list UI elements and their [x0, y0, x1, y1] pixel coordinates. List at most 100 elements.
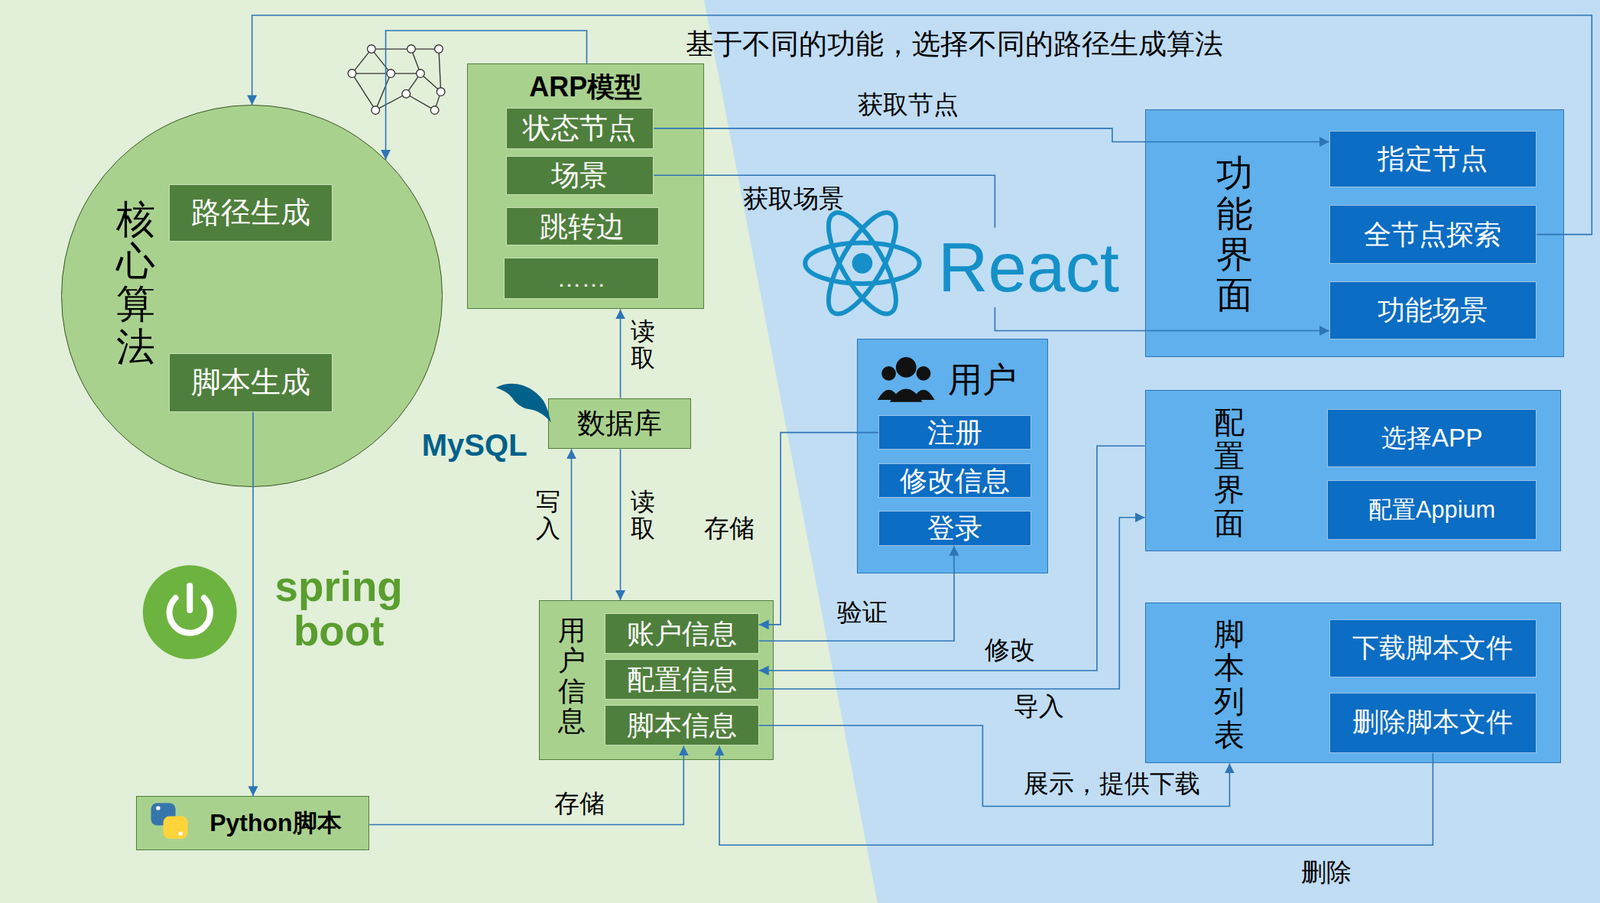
node-text: 指定节点: [1377, 142, 1488, 175]
power-symbol: [186, 585, 193, 611]
edge-label-holder: 修改: [984, 635, 1036, 665]
node-text: 功能界面: [1216, 153, 1253, 315]
connector: [719, 745, 1433, 845]
node-text: 脚本信息: [626, 709, 737, 741]
group-box: ARP模型状态节点场景跳转边……: [467, 63, 705, 310]
logo-text: spring boot: [261, 564, 417, 653]
edge-label-holder: 基于不同的功能，选择不同的路径生成算法: [685, 27, 1224, 61]
group-box: 功能界面 指定节点全节点探索功能场景: [1145, 109, 1565, 357]
process-box: 功能场景: [1329, 281, 1537, 340]
node-text: 配置信息: [626, 663, 737, 695]
connector: [571, 448, 573, 601]
process-box: 状态节点: [506, 107, 655, 149]
process-box: 配置Appium: [1327, 480, 1537, 539]
group-box: 用户注册修改信息登录: [856, 338, 1049, 574]
edge-label-holder: 写入: [535, 488, 561, 542]
power-symbol: [169, 597, 211, 633]
node-text: 选择APP: [1381, 423, 1484, 453]
group-box: 用户信息 账户信息配置信息脚本信息: [538, 600, 774, 761]
node-text: ARP模型: [467, 71, 704, 103]
user-icon: [889, 388, 923, 402]
node-text: ……: [556, 264, 606, 293]
edge-label-holder: 删除: [1301, 857, 1352, 887]
spring-icon: [142, 564, 237, 659]
process-box: 全节点探索: [1329, 204, 1537, 264]
node-text: 数据库: [577, 406, 663, 440]
connector: [759, 432, 879, 625]
python-icon-dot: [155, 805, 160, 810]
node-text: 用户信息: [558, 615, 586, 737]
process-box: 脚本生成: [168, 353, 333, 413]
process-box: 选择APP: [1327, 408, 1537, 468]
logo-text: MySQL: [421, 427, 528, 463]
process-box: ……: [503, 257, 659, 299]
node-text: 修改信息: [899, 464, 1010, 497]
edge-label: 获取场景: [743, 184, 844, 214]
graph-icon-edges: [352, 48, 442, 111]
edge-label-holder: 验证: [837, 597, 888, 627]
mysql-dolphin-icon: [496, 383, 552, 423]
connector: [759, 545, 955, 641]
node-text: 账户信息: [626, 617, 737, 650]
process-box: 数据库: [548, 398, 692, 450]
node-text: 删除脚本文件: [1352, 707, 1513, 738]
react-orbit: [804, 243, 920, 284]
node-text: 用户: [947, 360, 1017, 400]
logo-label-holder: MySQL: [421, 427, 528, 463]
python-icon-dot: [178, 831, 183, 836]
react-core: [852, 253, 874, 274]
node-text: 下载脚本文件: [1352, 632, 1513, 664]
node-text: 脚本列表: [1213, 616, 1245, 752]
process-box: 账户信息: [604, 613, 760, 654]
user-icon: [881, 366, 896, 381]
process-box: 登录: [878, 510, 1032, 546]
edge-label-holder: 获取节点: [857, 90, 959, 120]
node-text: Python脚本: [209, 808, 342, 838]
logo-label-holder: spring boot: [261, 564, 417, 653]
group-box: 脚本列表 下载脚本文件删除脚本文件: [1145, 602, 1562, 764]
user-icon: [895, 356, 917, 378]
python-icon: [163, 816, 189, 839]
node-text: 配置Appium: [1368, 496, 1496, 523]
user-icon: [877, 389, 900, 400]
connector: [759, 517, 1146, 689]
react-orbit: [815, 203, 909, 323]
edge-label: 导入: [1013, 691, 1065, 721]
edge-label: 基于不同的功能，选择不同的路径生成算法: [685, 27, 1224, 61]
node-text: 全节点探索: [1363, 218, 1502, 250]
node-text: 登录: [927, 512, 983, 544]
node-text: 路径生成: [191, 195, 311, 231]
edge-label-holder: 读取: [630, 488, 656, 542]
edge-label: 获取节点: [857, 90, 959, 120]
process-box: 注册: [878, 415, 1032, 450]
group-box: 配置界面选择APP配置Appium: [1145, 389, 1562, 552]
edge-label: 修改: [984, 635, 1036, 665]
process-box: 下载脚本文件: [1329, 619, 1537, 678]
process-box: 修改信息: [878, 463, 1032, 498]
edge-label: 验证: [837, 597, 888, 627]
process-box: Python脚本: [136, 795, 370, 851]
edge-label: 存储: [554, 788, 605, 818]
edge-label-holder: 存储: [704, 513, 755, 543]
node-text: 跳转边: [539, 210, 625, 244]
edge-label-holder: 获取场景: [743, 184, 844, 214]
connector: [619, 308, 622, 398]
connector: [759, 725, 1231, 807]
node-text: 核心算法: [116, 197, 156, 369]
edge-label: 存储: [704, 513, 755, 543]
connector: [759, 445, 1146, 671]
edge-label: 删除: [1301, 857, 1352, 887]
edge-label-holder: 展示，提供下载: [1023, 769, 1201, 799]
process-box: 配置信息: [604, 658, 760, 700]
edge-label-holder: 读取: [630, 318, 656, 372]
process-box: 删除脚本文件: [1329, 692, 1537, 753]
connector: [653, 128, 1330, 143]
blue-region: [704, 0, 1600, 903]
node-text: 脚本生成: [191, 365, 311, 400]
edge-label-holder: 存储: [554, 788, 605, 818]
connector: [252, 412, 254, 796]
react-atom-icon: [804, 203, 920, 323]
connector: [619, 448, 622, 601]
